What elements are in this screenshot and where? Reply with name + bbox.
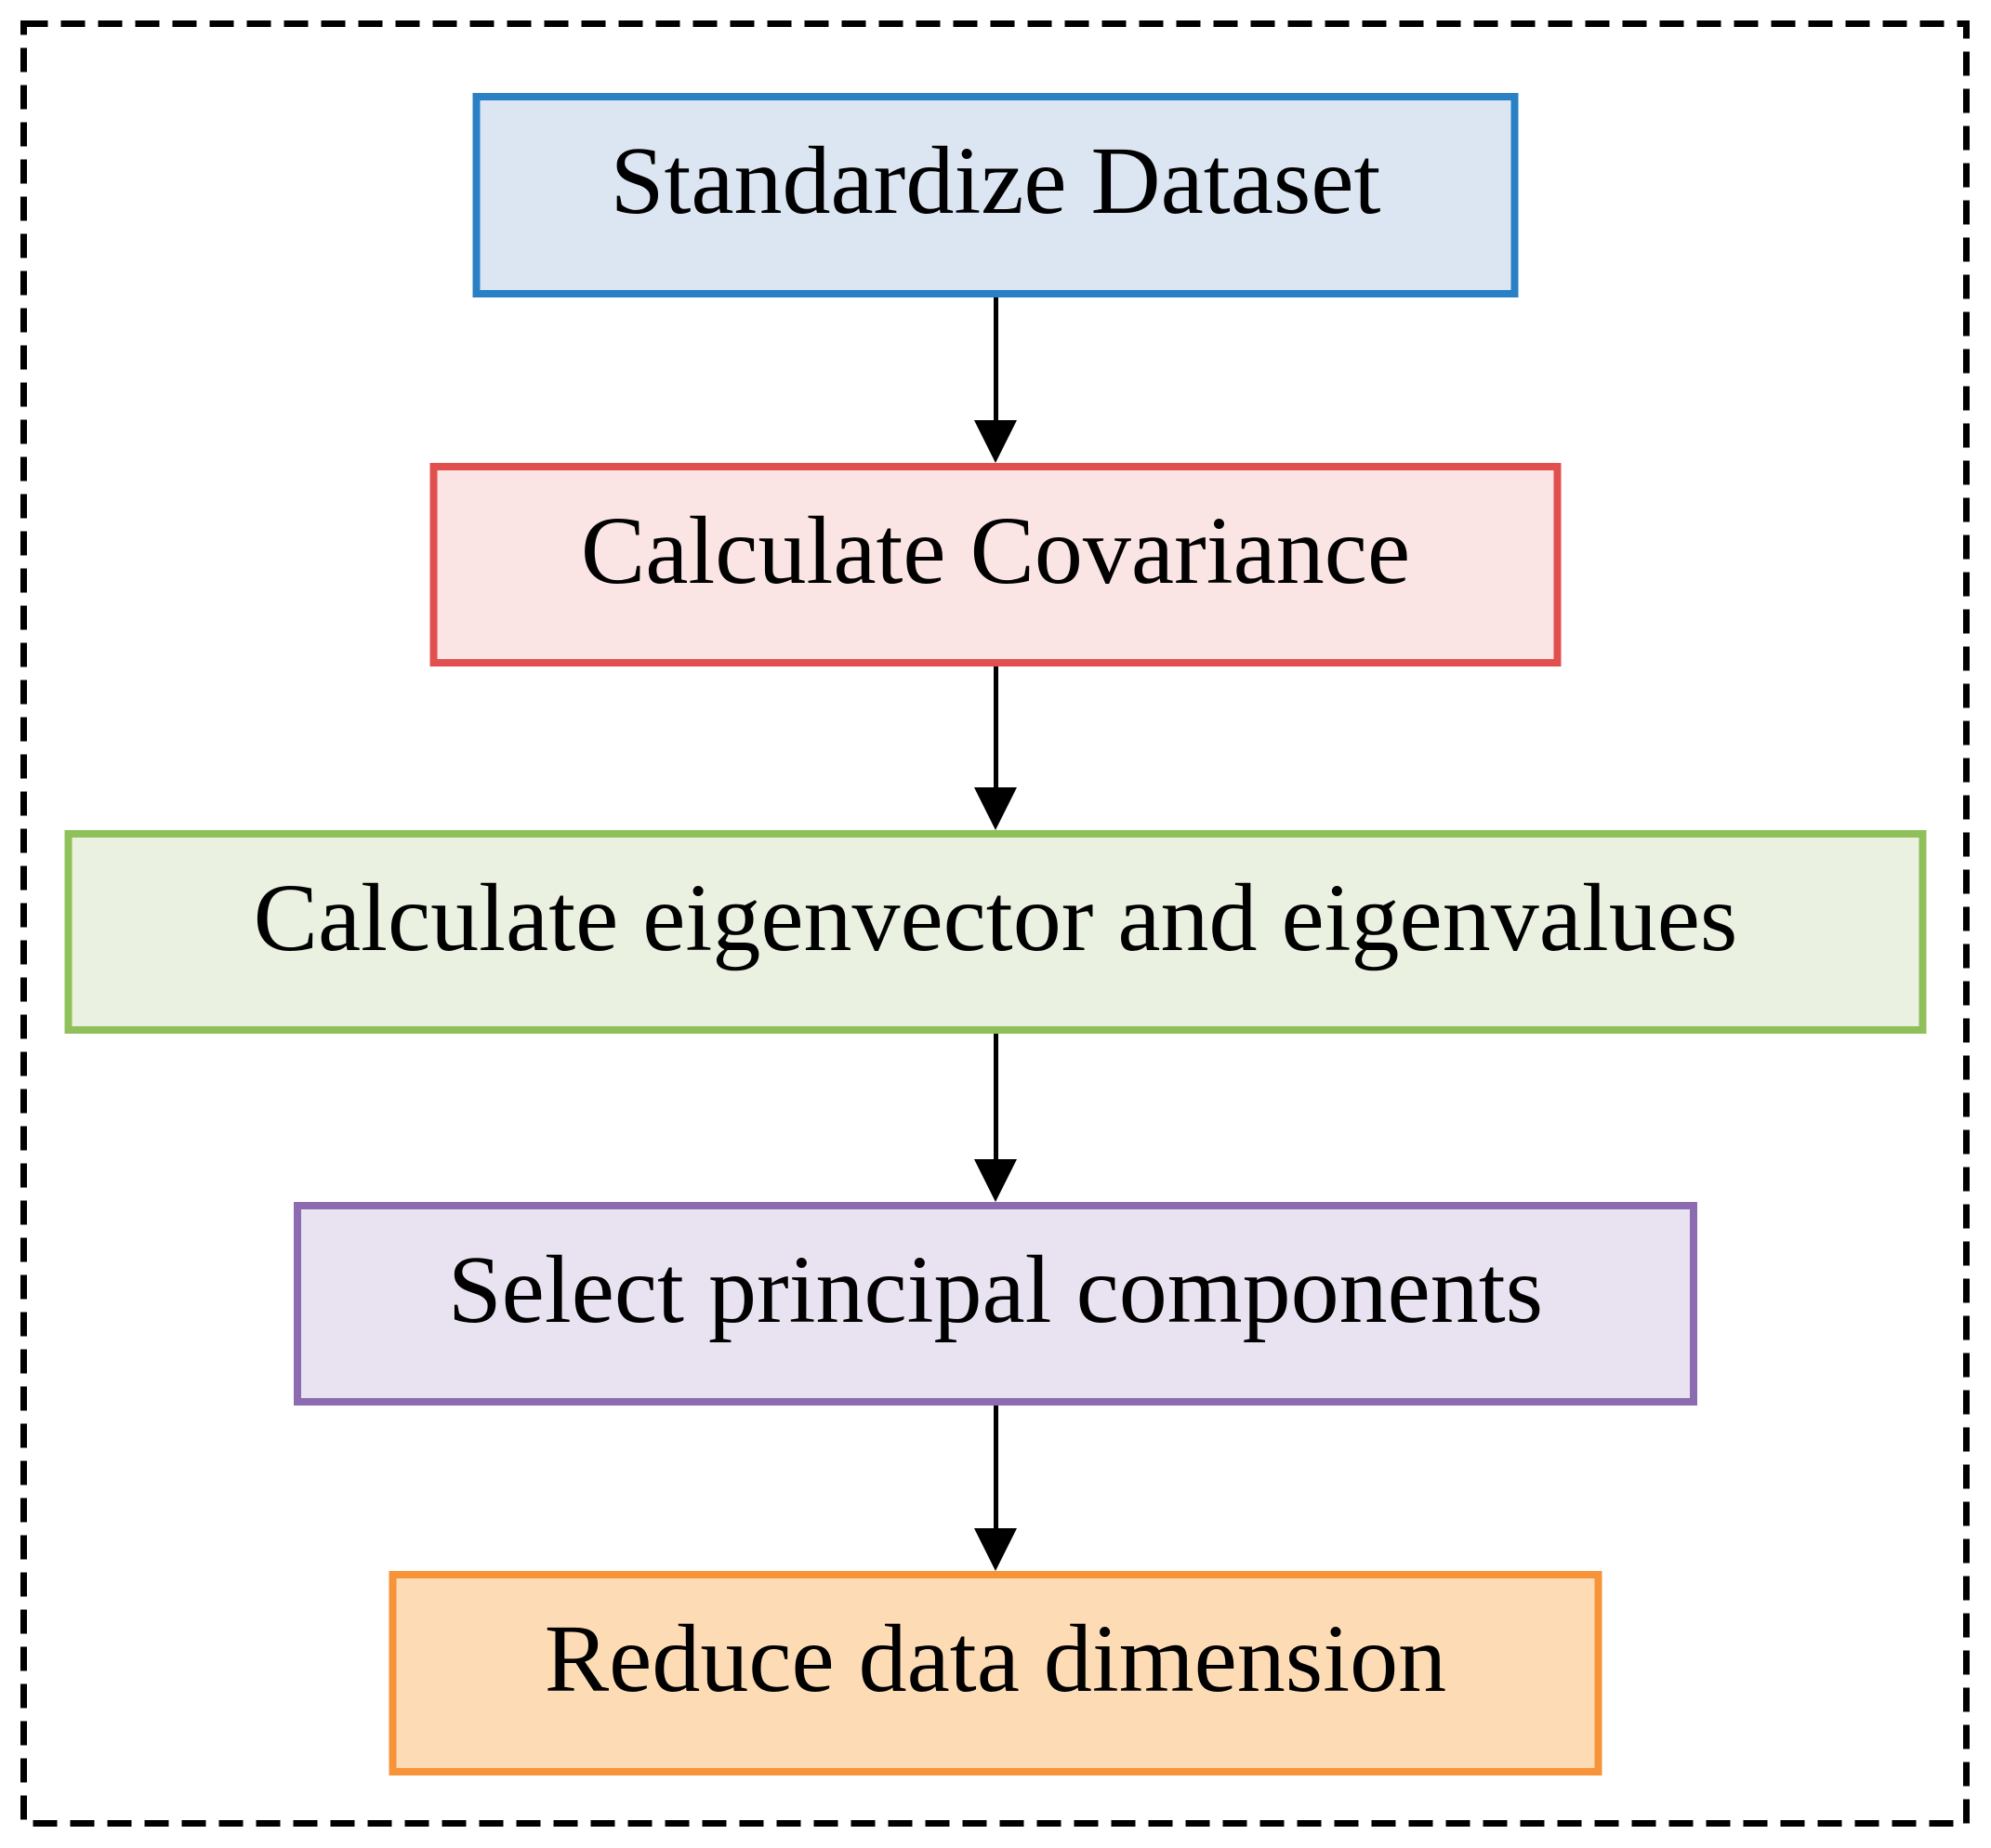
flow-arrow-down [974, 667, 1017, 830]
flow-step-label: Select principal components [447, 1235, 1544, 1343]
flow-step-reduce-data-dimension: Reduce data dimension [389, 1571, 1602, 1775]
flow-step-label: Reduce data dimension [544, 1605, 1447, 1712]
flow-step-standardize-dataset: Standardize Dataset [472, 93, 1519, 297]
flow-step-label: Calculate eigenvector and eigenvalues [253, 864, 1738, 971]
flow-arrow-down [974, 297, 1017, 463]
arrow-head-down-icon [974, 420, 1017, 463]
flow-arrow-down [974, 1034, 1017, 1202]
arrow-stem [993, 1034, 998, 1159]
flow-step-calculate-covariance: Calculate Covariance [429, 463, 1562, 667]
arrow-stem [993, 667, 998, 787]
flow-step-label: Standardize Dataset [610, 127, 1381, 234]
flow-step-calculate-eigenvector-eigenvalues: Calculate eigenvector and eigenvalues [64, 830, 1927, 1034]
arrow-head-down-icon [974, 1159, 1017, 1202]
flow-arrow-down [974, 1406, 1017, 1571]
arrow-stem [993, 297, 998, 420]
flow-step-select-principal-components: Select principal components [294, 1202, 1697, 1406]
flow-step-label: Calculate Covariance [580, 496, 1411, 604]
arrow-head-down-icon [974, 787, 1017, 830]
arrow-head-down-icon [974, 1528, 1017, 1571]
arrow-stem [993, 1406, 998, 1528]
